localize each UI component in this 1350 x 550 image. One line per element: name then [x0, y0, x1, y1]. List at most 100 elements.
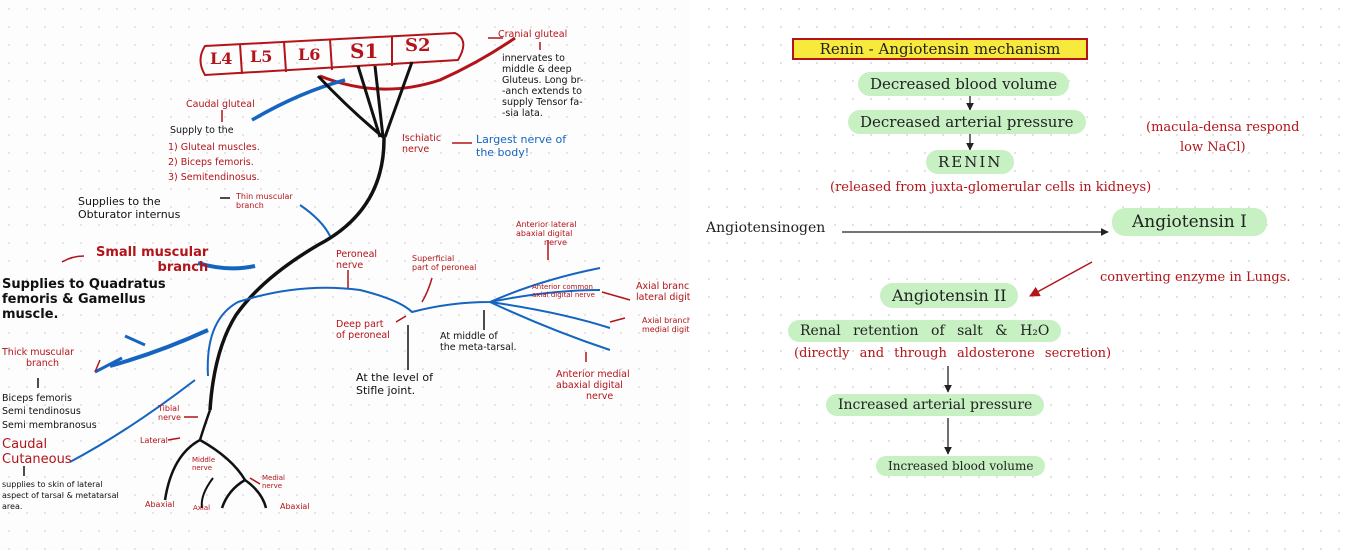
text-line: branch — [157, 259, 209, 275]
increased-blood-volume-box: Increased blood volume — [876, 456, 1046, 476]
segment-divider — [329, 38, 333, 71]
nerve-diagram-drawing — [23, 31, 631, 509]
text-line: nerve — [586, 390, 614, 402]
text-line: nerve — [158, 413, 181, 423]
middle-branch — [220, 478, 246, 509]
caudal-gluteal-label: Caudal gluteal — [186, 99, 255, 110]
medial-branch — [199, 438, 268, 509]
text-line: Middle — [192, 456, 216, 464]
metatarsal-level-note: At middle of the meta-tarsal. — [440, 331, 517, 354]
flowchart-connectors — [842, 96, 1109, 455]
axial-medial-label: Axial branch medial digit — [642, 316, 690, 334]
text-line: Thick muscular — [2, 347, 75, 358]
caudal-gluteal-nerve — [251, 78, 346, 122]
nerve-root — [383, 61, 414, 138]
supply-to-label: Supply to the — [170, 125, 234, 136]
ischiatic-nerve-label: Ischiatic nerve — [402, 133, 442, 156]
text-line: Gluteus. Long br- — [502, 74, 584, 86]
obturator-supply-note: Supplies to the Obturator internus — [78, 195, 181, 221]
thick-muscular-list: Biceps femoris Semi tendinosus Semi memb… — [2, 392, 97, 432]
converting-enzyme-arrow — [1029, 261, 1093, 297]
renin-source-note: (released from juxta-glomerular cells in… — [830, 180, 1152, 195]
text-line: part of peroneal — [412, 263, 477, 273]
medial-nerve-label: Medial nerve — [262, 474, 285, 490]
arrow — [395, 315, 407, 323]
text-line: At middle of — [440, 331, 498, 342]
text-line: femoris & Gamellus — [2, 291, 146, 307]
axial-medial-branch — [489, 301, 611, 329]
text-line: low NaCl) — [1180, 139, 1246, 155]
text-line: middle & deep — [502, 63, 572, 75]
text-line: muscle. — [2, 306, 59, 322]
increased-arterial-pressure-box: Increased arterial pressure — [826, 394, 1045, 416]
text-line: Ischiatic — [402, 133, 442, 144]
axial-lateral-label: Axial branch lateral digit — [636, 281, 690, 304]
text-line: Anterior medial — [556, 369, 630, 380]
middle-nerve-label: Middle nerve — [192, 456, 215, 472]
anterior-lateral-label: Anterior lateral abaxial digital nerve — [516, 220, 576, 248]
list-item: 1) Gluteal muscles. — [168, 142, 260, 153]
stifle-level-note: At the level of Stifle joint. — [356, 371, 433, 397]
thick-muscular-sub — [94, 356, 123, 374]
largest-nerve-note: Largest nerve of the body! — [476, 133, 567, 159]
ischiatic-nerve-trunk — [208, 136, 386, 411]
thin-muscular-label: Thin muscular branch — [236, 192, 293, 210]
text-line: Axial branch — [636, 281, 690, 292]
text-line: At the level of — [356, 371, 433, 384]
text-line: Deep part — [336, 319, 384, 330]
tibial-nerve-line — [198, 409, 212, 441]
text-line: Anterior common — [532, 283, 593, 291]
text-line: of peroneal — [336, 329, 390, 341]
angiotensin-2-box: Angiotensin II — [880, 283, 1019, 308]
thick-muscular-branch — [109, 328, 209, 368]
small-muscular-branch — [197, 261, 256, 271]
nerve-diagram: L4 L5 L6 S1 S2 Cranial gluteal innervate… — [0, 0, 690, 550]
text-line: Supplies to the — [78, 195, 161, 208]
anterior-common-label: Anterior common axial digital nerve — [532, 283, 595, 299]
flowchart-title: Renin - Angiotensin mechanism — [792, 38, 1088, 60]
anterior-medial-label: Anterior medial abaxial digital nerve — [556, 369, 630, 403]
segment-divider — [239, 43, 243, 75]
arrow — [421, 277, 433, 303]
superficial-peroneal-label: Superficial part of peroneal — [412, 254, 476, 272]
text-line: Medial — [262, 474, 285, 482]
renin-box: RENIN — [926, 150, 1015, 174]
arrow — [61, 255, 85, 263]
text-line: (macula-densa respond — [1146, 120, 1300, 135]
text-line: Largest nerve of — [476, 133, 567, 146]
gluteal-supply-list: 1) Gluteal muscles. 2) Biceps femoris. 3… — [168, 140, 260, 186]
text-line: the meta-tarsal. — [440, 341, 517, 353]
decreased-blood-volume-box: Decreased blood volume — [858, 72, 1070, 96]
angiotensin-1-box: Angiotensin I — [1112, 208, 1267, 236]
thick-muscular-label: Thick muscular branch — [2, 347, 75, 370]
converting-enzyme-note: converting enzyme in Lungs. — [1100, 270, 1291, 285]
text-line: branch — [236, 201, 264, 211]
decreased-arterial-pressure-box: Decreased arterial pressure — [848, 110, 1086, 134]
quadratus-supply-note: Supplies to Quadratus femoris & Gamellus… — [2, 277, 166, 323]
anterior-common-digital — [489, 289, 601, 303]
text-line: Small muscular — [96, 245, 209, 260]
renal-retention-note: (directly and through aldosterone secret… — [794, 346, 1112, 361]
text-line: -anch extends to — [502, 85, 582, 97]
arrow — [609, 317, 626, 323]
abaxial-right-label: Abaxial — [280, 502, 310, 511]
text-line: Obturator internus — [78, 207, 181, 221]
text-line: abaxial digital — [556, 379, 623, 391]
axial-branch — [200, 477, 214, 509]
cranial-gluteal-description: innervates to middle & deep Gluteus. Lon… — [502, 53, 584, 120]
macula-densa-note: (macula-densa respond low NaCl) — [1146, 118, 1299, 157]
peroneal-nerve-label: Peroneal nerve — [336, 249, 377, 272]
text-line: nerve — [402, 143, 430, 155]
text-line: lateral digit — [636, 291, 690, 303]
arrow — [94, 359, 101, 373]
text-line: Superficial — [412, 254, 455, 263]
thick-muscular-sub — [124, 334, 146, 347]
text-line: abaxial digital — [516, 229, 573, 239]
text-line: Thin muscular — [236, 192, 293, 201]
list-item: 2) Biceps femoris. — [168, 157, 254, 169]
text-line: innervates to — [502, 53, 565, 64]
text-line: nerve — [544, 238, 567, 248]
text-line: area. — [2, 501, 23, 511]
segment-label: L4 — [210, 49, 233, 68]
list-item: Semi membranosus — [2, 419, 97, 431]
